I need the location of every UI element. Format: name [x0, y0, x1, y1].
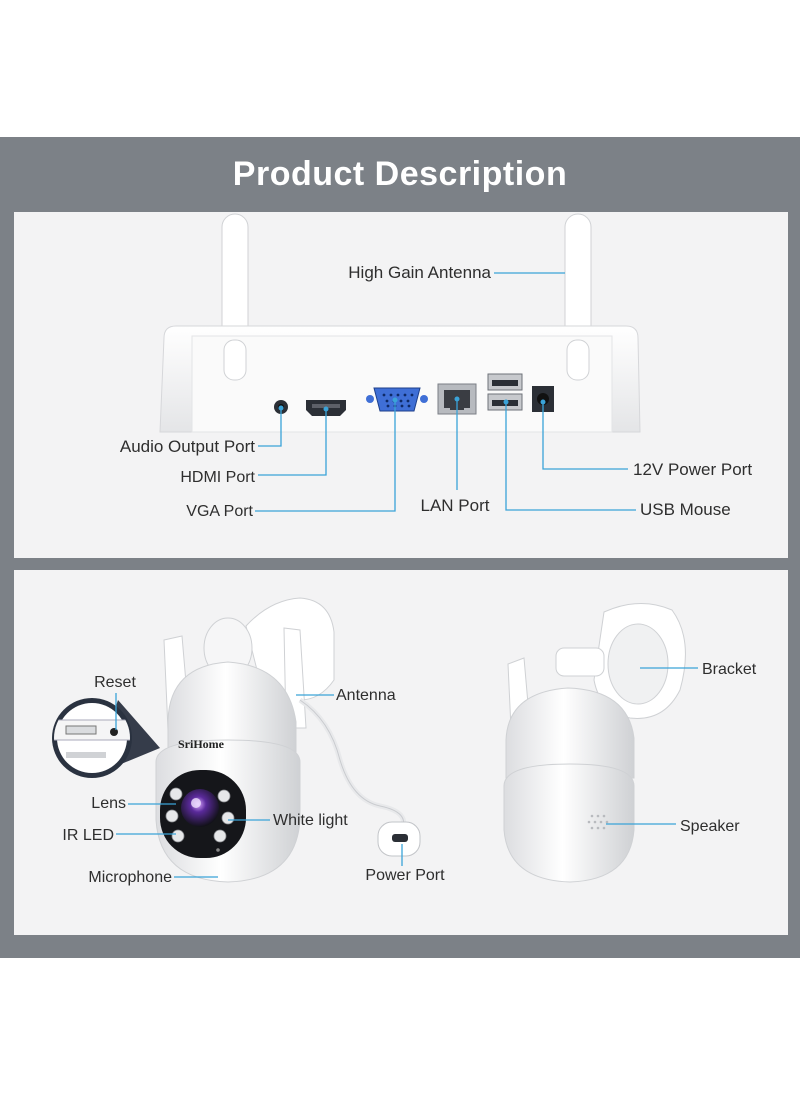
label-ir-led: IR LED: [62, 827, 114, 844]
camera-brand-logo: SriHome: [178, 737, 225, 751]
reset-zoom-callout: [52, 698, 160, 778]
label-power-port: Power Port: [365, 867, 445, 884]
dc-power-port: [532, 386, 554, 412]
camera-back: [503, 602, 686, 883]
label-bracket: Bracket: [702, 661, 757, 678]
leader-power: [542, 402, 628, 470]
leader-audio: [258, 410, 282, 447]
label-white-light: White light: [273, 812, 348, 829]
leader-hdmi: [258, 409, 327, 476]
label-antenna: Antenna: [336, 687, 396, 704]
label-hdmi-port: HDMI Port: [180, 469, 255, 486]
label-lan-port: LAN Port: [421, 496, 490, 515]
label-high-gain-antenna: High Gain Antenna: [348, 263, 491, 282]
power-cable: [298, 697, 421, 857]
nvr-antenna-base-right: [566, 339, 590, 381]
leader-vga: [255, 400, 396, 512]
label-vga-port: VGA Port: [186, 503, 253, 520]
label-reset: Reset: [94, 674, 136, 691]
label-12v-power-port: 12V Power Port: [633, 460, 752, 479]
label-microphone: Microphone: [88, 869, 172, 886]
page-title: Product Description: [232, 155, 568, 193]
camera-front: SriHome: [155, 597, 335, 883]
label-lens: Lens: [91, 795, 126, 812]
label-usb-mouse: USB Mouse: [640, 500, 731, 519]
label-speaker: Speaker: [680, 818, 740, 835]
nvr-antenna-base-left: [223, 339, 247, 381]
label-audio-output-port: Audio Output Port: [120, 437, 255, 456]
leader-usb: [505, 402, 636, 511]
